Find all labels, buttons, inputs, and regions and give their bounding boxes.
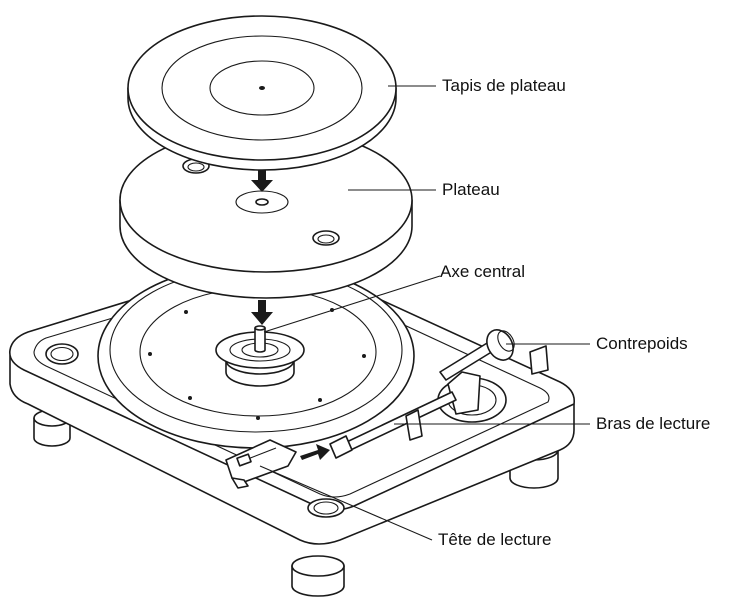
label-platter: Plateau [442,180,500,200]
label-headshell: Tête de lecture [438,530,551,550]
label-spindle: Axe central [440,262,525,282]
platter-mat-part [128,16,396,170]
label-counterweight: Contrepoids [596,334,688,354]
label-tonearm: Bras de lecture [596,414,710,434]
label-mat: Tapis de plateau [442,76,566,96]
